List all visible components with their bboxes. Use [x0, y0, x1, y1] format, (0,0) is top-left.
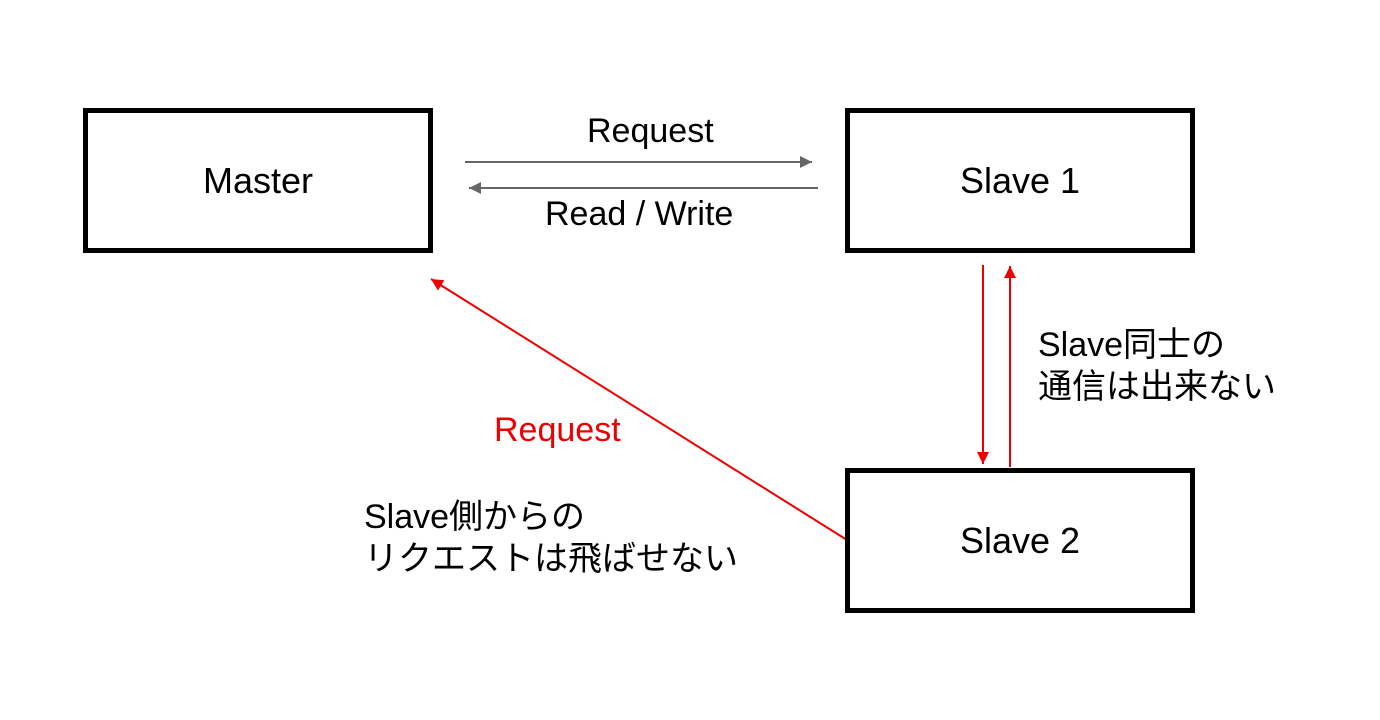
slave2-request-to-master-arrow	[430, 278, 848, 541]
slave-peer-note-line1: Slave同士の	[1038, 326, 1226, 364]
slave-request-note-line1: Slave側からの	[364, 498, 586, 536]
slave-request-note-line2: リクエストは飛ばせない	[364, 540, 738, 578]
master-box: Master	[83, 108, 433, 253]
slave2-box: Slave 2	[845, 468, 1195, 613]
slave-peer-note-line2: 通信は出来ない	[1038, 368, 1276, 406]
slave-request-label: Request	[494, 411, 621, 449]
request-label: Request	[587, 112, 714, 150]
slave1-label: Slave 1	[959, 159, 1081, 201]
slave1-box: Slave 1	[845, 108, 1195, 253]
read-write-label: Read / Write	[545, 195, 734, 233]
master-label: Master	[202, 159, 314, 201]
slave-peer-note: Slave同士の 通信は出来ない	[1038, 324, 1276, 408]
slave-request-note: Slave側からの リクエストは飛ばせない	[364, 496, 738, 580]
slave2-label: Slave 2	[959, 519, 1081, 561]
